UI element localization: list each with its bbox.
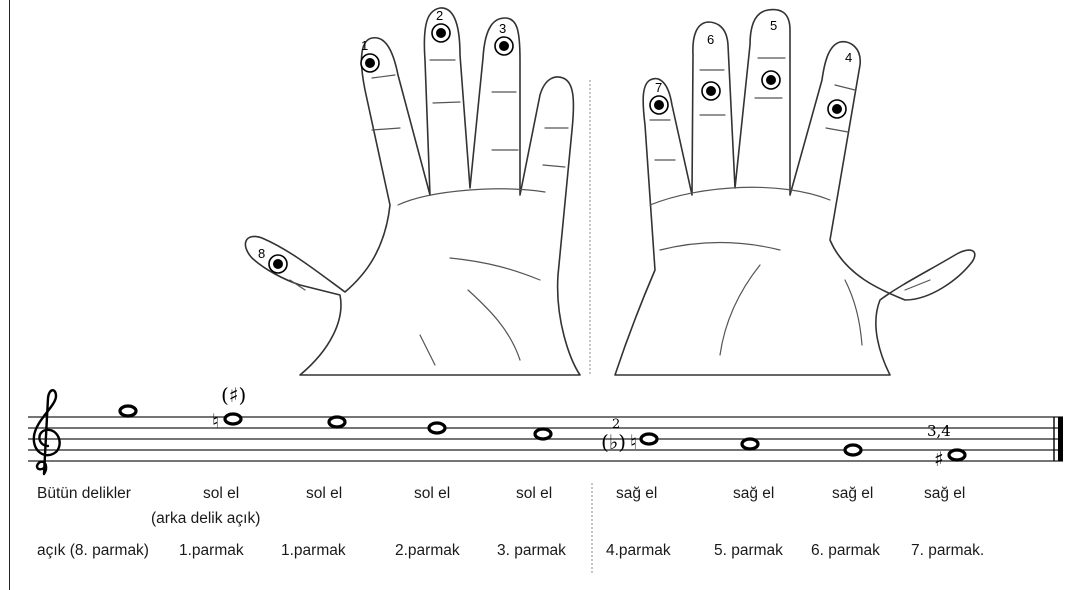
hand-label-3: sol el xyxy=(306,485,342,503)
finger-label-4: 2.parmak xyxy=(395,542,460,560)
finger-number-4: 4 xyxy=(845,50,852,65)
finger-label-8: 6. parmak xyxy=(811,542,880,560)
note-4 xyxy=(429,423,445,433)
note-9 xyxy=(949,450,965,460)
back-hole-note: (arka delik açık) xyxy=(151,510,260,528)
hand-label-8: sağ el xyxy=(832,485,873,503)
finger-label-7: 5. parmak xyxy=(714,542,783,560)
finger-hole-6 xyxy=(702,82,720,100)
finger-number-3: 3 xyxy=(499,21,506,36)
finger-label-2: 1.parmak xyxy=(179,542,244,560)
finger-label-9: 7. parmak. xyxy=(911,542,984,560)
finger-label-5: 3. parmak xyxy=(497,542,566,560)
accidental-superscript-34: 3,4 xyxy=(927,422,951,440)
accidental-natural-2: ♮ xyxy=(212,409,219,433)
hand-label-9: sağ el xyxy=(924,485,965,503)
finger-number-1: 1 xyxy=(361,38,368,53)
finger-number-2: 2 xyxy=(436,8,443,23)
finger-label-1: açık (8. parmak) xyxy=(37,542,149,560)
finger-hole-5 xyxy=(762,71,780,89)
finger-hole-1 xyxy=(361,54,379,72)
note-6 xyxy=(641,434,657,444)
hand-label-6: sağ el xyxy=(616,485,657,503)
hand-label-5: sol el xyxy=(516,485,552,503)
hand-label-7: sağ el xyxy=(733,485,774,503)
finger-label-6: 4.parmak xyxy=(606,542,671,560)
finger-hole-4 xyxy=(828,100,846,118)
hand-label-1: Bütün delikler xyxy=(37,485,131,503)
note-8 xyxy=(845,445,861,455)
left-hand xyxy=(245,8,580,375)
note-5 xyxy=(535,429,551,439)
finger-hole-8-thumb xyxy=(269,255,287,273)
note-3 xyxy=(329,417,345,427)
note-2 xyxy=(225,414,241,424)
accidental-sharp-9: ♯ xyxy=(934,447,944,471)
accidental-flat-parenthesized: (♭) xyxy=(601,430,626,454)
accidental-sharp-parenthesized: (♯) xyxy=(221,383,246,407)
finger-label-3: 1.parmak xyxy=(281,542,346,560)
finger-hole-3 xyxy=(495,37,513,55)
accidental-natural-6: ♮ xyxy=(630,430,637,454)
finger-number-8: 8 xyxy=(258,246,265,261)
hand-label-2: sol el xyxy=(203,485,239,503)
finger-number-7: 7 xyxy=(655,80,662,95)
finger-number-5: 5 xyxy=(770,18,777,33)
hand-label-4: sol el xyxy=(414,485,450,503)
finger-number-6: 6 xyxy=(707,32,714,47)
right-hand xyxy=(615,10,975,375)
finger-hole-7 xyxy=(650,96,668,114)
finger-hole-2 xyxy=(432,24,450,42)
note-1 xyxy=(120,406,136,416)
note-7 xyxy=(742,439,758,449)
